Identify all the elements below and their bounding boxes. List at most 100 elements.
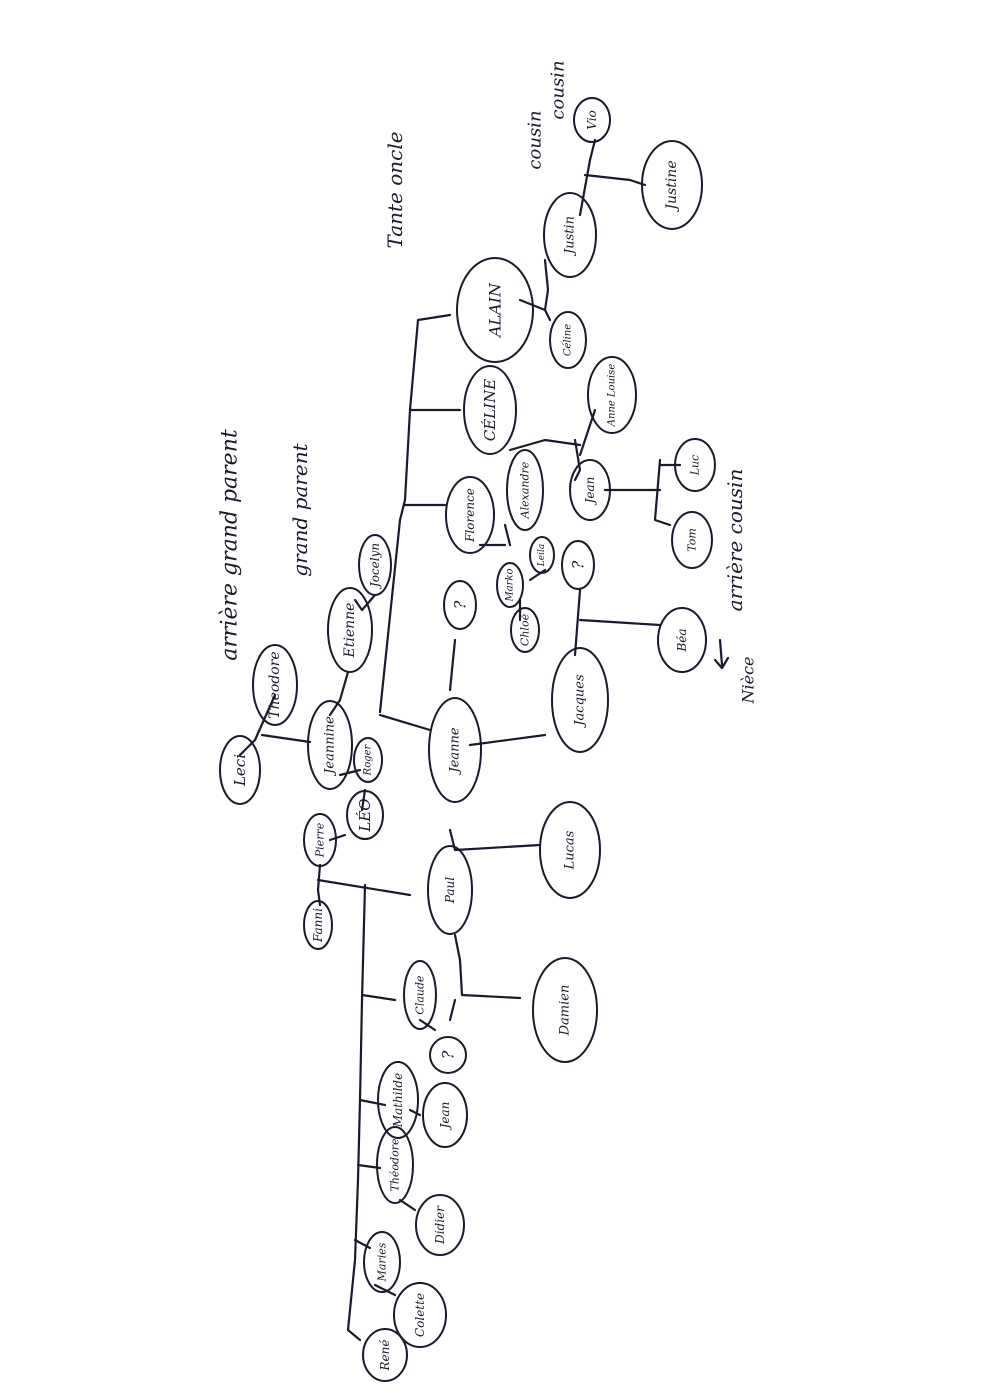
person-node-colette: Colette xyxy=(393,1282,447,1348)
person-oval xyxy=(353,737,383,783)
person-oval xyxy=(573,97,611,143)
person-oval xyxy=(532,957,598,1063)
person-node-anne-louise: Anne Louise xyxy=(587,356,637,434)
person-oval xyxy=(363,1231,401,1293)
person-node-theodore-sib: Théodore xyxy=(376,1126,414,1204)
person-oval xyxy=(506,449,544,531)
person-oval xyxy=(641,140,703,230)
person-oval xyxy=(674,438,716,492)
person-name: Anne Louise xyxy=(607,364,618,428)
person-node-vio: Vio xyxy=(573,97,611,143)
person-node-alain: ALAIN xyxy=(456,257,534,363)
person-name: Justin xyxy=(563,216,578,257)
connector-to-jean xyxy=(573,438,582,482)
person-name: Tom xyxy=(686,528,699,552)
arrow-bea-niece xyxy=(718,638,724,667)
person-node-leci: Leci xyxy=(219,735,261,805)
person-name: Marko xyxy=(505,568,516,602)
person-name: Alexandre xyxy=(519,461,532,519)
person-node-claude: Claude xyxy=(403,960,437,1030)
connector-marko-leila xyxy=(528,568,547,582)
person-node-pierre: Pierre xyxy=(303,813,337,867)
person-node-justin: Justin xyxy=(543,192,597,278)
person-node-leila: Leila xyxy=(529,536,555,574)
person-name: Claude xyxy=(414,975,427,1015)
person-name: Pierre xyxy=(314,822,327,858)
branch-claude xyxy=(360,993,397,1002)
connector-to-jeanne xyxy=(378,713,432,732)
person-name: Jean xyxy=(583,477,597,507)
person-name: Mathilde xyxy=(391,1073,405,1128)
person-name: Colette xyxy=(413,1293,427,1337)
person-oval xyxy=(377,1061,419,1139)
person-name: Lucas xyxy=(563,830,578,870)
annotation-grand-parent: grand parent xyxy=(288,442,312,576)
person-name: Theodore xyxy=(267,651,283,718)
connector-paul-lucas xyxy=(448,828,542,852)
person-name: Théodore xyxy=(389,1138,402,1191)
person-node-damien: Damien xyxy=(532,957,598,1063)
person-name: René xyxy=(378,1340,392,1372)
person-oval xyxy=(429,1036,467,1074)
person-node-lucas: Lucas xyxy=(539,801,601,899)
person-name: Roger xyxy=(363,743,374,776)
person-oval xyxy=(219,735,261,805)
person-oval xyxy=(561,540,595,590)
person-oval xyxy=(358,534,392,596)
arrow-head xyxy=(713,656,730,670)
person-node-maries: Maries xyxy=(363,1231,401,1293)
branch-rene xyxy=(346,1328,362,1342)
person-oval xyxy=(551,647,609,753)
person-node-jean-sib: Jean xyxy=(422,1082,468,1148)
person-name: ? xyxy=(439,1050,458,1059)
person-oval xyxy=(307,700,353,790)
connector-pierre-fanni xyxy=(316,863,322,907)
person-oval xyxy=(587,356,637,434)
person-oval xyxy=(327,587,373,673)
person-node-jean: Jean xyxy=(569,459,611,521)
person-oval xyxy=(252,644,298,726)
person-oval xyxy=(445,476,495,554)
person-oval xyxy=(376,1126,414,1204)
annotation-tante-oncle: Tante oncle xyxy=(383,131,407,248)
person-name: Damien xyxy=(558,985,573,1037)
person-oval xyxy=(303,813,337,867)
person-oval xyxy=(456,257,534,363)
person-node-jeannine: Jeannine xyxy=(307,700,353,790)
person-node-paul: Paul xyxy=(427,845,473,935)
connector-jeannine-etienne xyxy=(328,670,350,717)
person-node-jeanne: Jeanne xyxy=(428,697,482,803)
person-node-bea: Béa xyxy=(657,607,707,673)
person-node-q-jacques: ? xyxy=(561,540,595,590)
person-node-florence: Florence xyxy=(445,476,495,554)
person-name: Vio xyxy=(585,110,599,130)
connector-leci-theodore xyxy=(238,693,277,757)
person-node-marko: Marko xyxy=(496,562,524,608)
connector-to-justin xyxy=(543,258,550,312)
person-name: Leci xyxy=(231,754,249,787)
person-node-theodore-top: Theodore xyxy=(252,644,298,726)
person-node-chloe: Chloé xyxy=(510,607,540,653)
annotation-cousin2: cousin xyxy=(548,60,569,119)
branch-tom-luc xyxy=(653,458,672,527)
person-name: ALAIN xyxy=(486,282,505,339)
annotation-arriere-cousin: arrière cousin xyxy=(723,469,747,612)
connector-damien-q xyxy=(448,998,457,1022)
connector-alexandre-marko xyxy=(503,523,512,547)
connector-q-bea xyxy=(578,618,662,627)
person-oval xyxy=(422,1082,468,1148)
person-node-luc: Luc xyxy=(674,438,716,492)
connector-theodore-didier xyxy=(398,1198,417,1212)
connector-leo-pierre xyxy=(328,833,347,842)
person-name: Chloé xyxy=(519,613,532,646)
person-node-leo: LÉO xyxy=(346,790,384,840)
person-node-rene: René xyxy=(362,1328,408,1382)
person-oval xyxy=(415,1194,465,1256)
person-node-jacques: Jacques xyxy=(551,647,609,753)
sibling-bar xyxy=(346,883,367,1332)
person-name: ? xyxy=(569,560,588,569)
connector-celine-alexandre xyxy=(508,438,582,452)
annotation-niece: Nièce xyxy=(739,656,758,704)
connector-jeanne-jacques xyxy=(468,733,547,747)
person-name: Justine xyxy=(664,160,680,212)
